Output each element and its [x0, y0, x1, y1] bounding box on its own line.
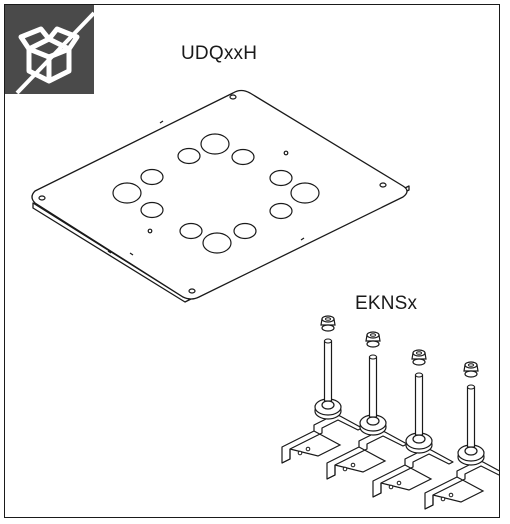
- plate-label: UDQxxH: [181, 43, 258, 64]
- diagram-frame: UDQxxH EKNSx: [4, 4, 500, 518]
- kit-label: EKNSx: [355, 293, 418, 314]
- mounting-plate: [31, 89, 410, 303]
- box-crossed-icon: [5, 5, 94, 94]
- feet-kit: [281, 315, 499, 510]
